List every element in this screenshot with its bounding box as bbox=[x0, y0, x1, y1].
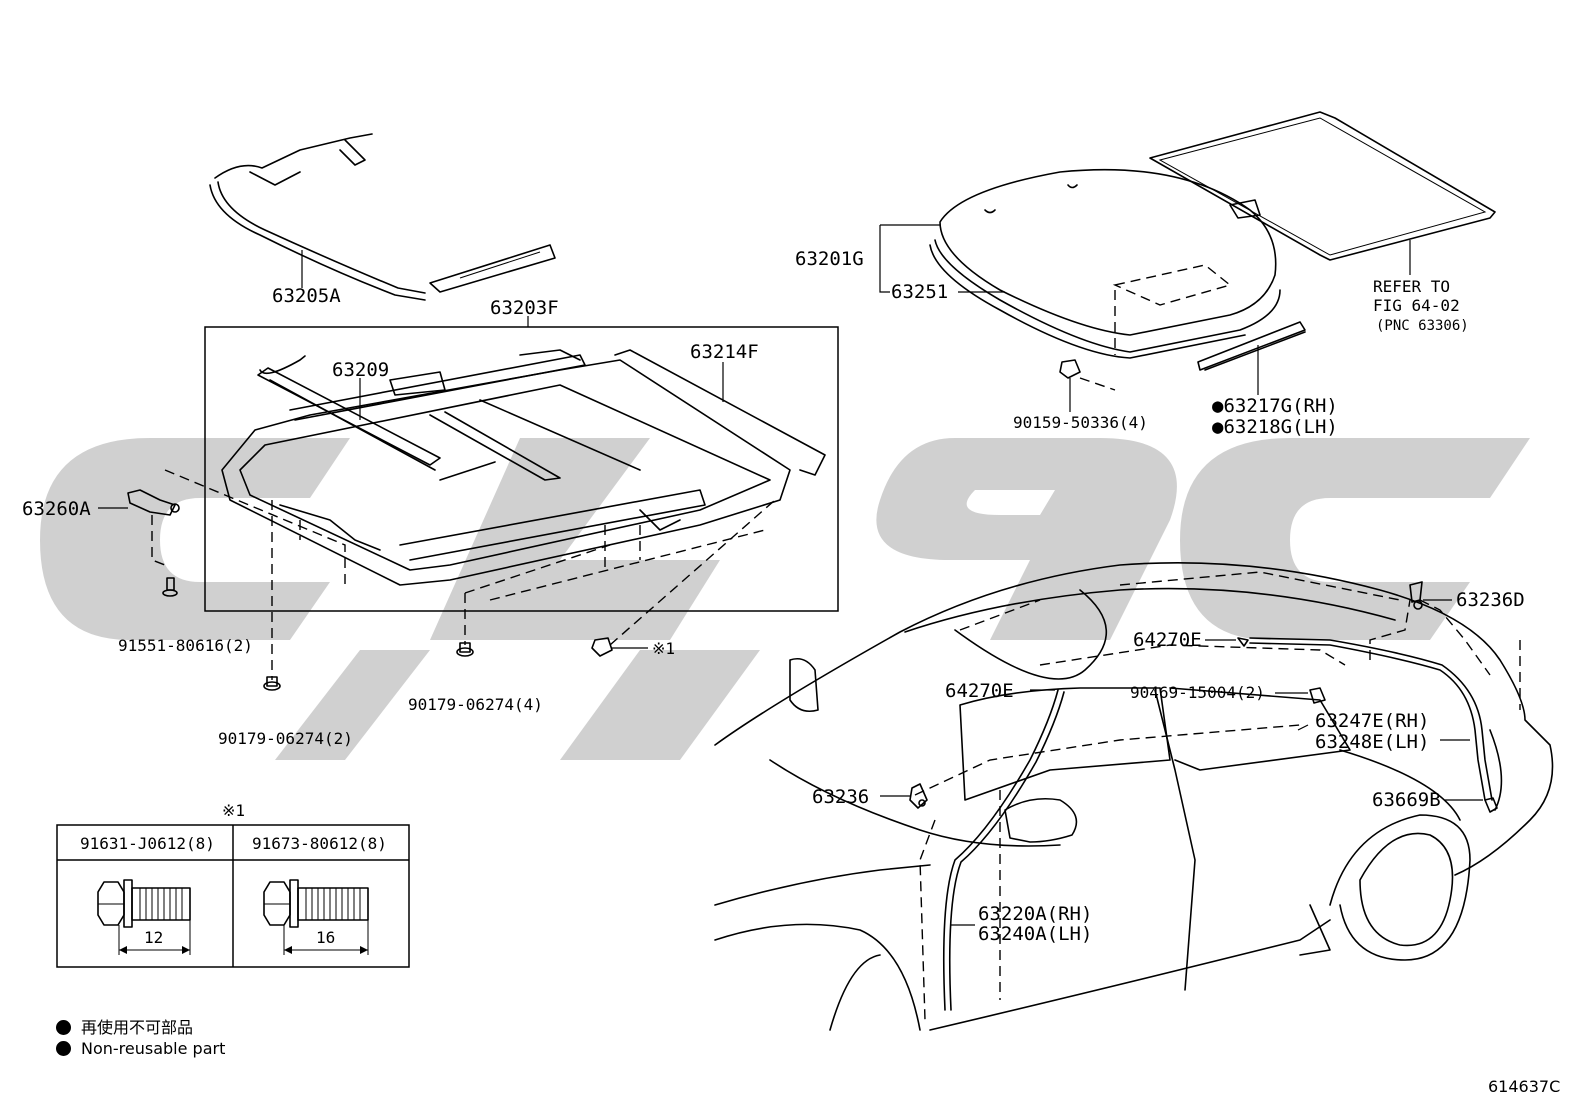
label-63240A: 63240A(LH) bbox=[978, 923, 1092, 945]
label-63236: 63236 bbox=[812, 786, 869, 808]
label-90159: 90159-50336(4) bbox=[1013, 413, 1148, 432]
sunroof-glass-63201G bbox=[879, 168, 1281, 391]
label-63220A: 63220A(RH) bbox=[978, 903, 1092, 925]
nut-90179-b bbox=[456, 642, 474, 657]
label-refer-line2: FIG 64-02 bbox=[1373, 296, 1460, 315]
label-64270E-front: 64270E bbox=[945, 680, 1014, 702]
bolt-table-col2: 91673-80612(8) bbox=[252, 834, 387, 853]
legend-en: Non-reusable part bbox=[56, 1039, 225, 1058]
bolt-91551 bbox=[162, 577, 178, 597]
label-refer-line3: (PNC 63306) bbox=[1376, 318, 1469, 334]
clip-63236 bbox=[880, 783, 928, 809]
screw-90159 bbox=[1059, 359, 1081, 412]
label-63217G: ●63217G(RH) bbox=[1212, 395, 1338, 417]
label-ref1: ※1 bbox=[652, 639, 675, 658]
clip-63236D bbox=[1409, 581, 1452, 610]
label-90179-2: 90179-06274(2) bbox=[218, 729, 353, 748]
sunshade-rail-63205A bbox=[209, 133, 556, 301]
bolt-spec-table: ※1 91631-J0612(8) 91673-80612(8) 12 bbox=[56, 801, 410, 968]
label-63669B: 63669B bbox=[1372, 789, 1441, 811]
vehicle-outline bbox=[714, 561, 1554, 1031]
connector-63669B bbox=[1445, 797, 1498, 813]
label-63203F: 63203F bbox=[490, 297, 559, 319]
bolt-table-title: ※1 bbox=[222, 801, 245, 820]
legend-en-text: Non-reusable part bbox=[81, 1039, 226, 1058]
label-63205A: 63205A bbox=[272, 285, 341, 307]
label-63248E: 63248E(LH) bbox=[1315, 731, 1429, 753]
deflector-63217G bbox=[1197, 321, 1306, 395]
bolt-dim-16: 16 bbox=[316, 928, 335, 947]
drain-hose-63260A bbox=[98, 489, 180, 516]
bullet-icon bbox=[56, 1041, 71, 1056]
label-91551: 91551-80616(2) bbox=[118, 636, 253, 655]
label-63209: 63209 bbox=[332, 359, 389, 381]
label-90469: 90469-15004(2) bbox=[1130, 683, 1265, 702]
vehicle-dashed-lines bbox=[914, 571, 1521, 1021]
legend-jp: 再使用不可部品 bbox=[56, 1014, 193, 1038]
label-64270E-rear: 64270E bbox=[1133, 629, 1202, 651]
sunshade-panel bbox=[1149, 111, 1496, 275]
label-63260A: 63260A bbox=[22, 498, 91, 520]
assembly-dashed-lines bbox=[151, 469, 776, 680]
drain-hose-rear bbox=[1205, 637, 1493, 801]
bullet-icon bbox=[56, 1020, 71, 1035]
label-63201G: 63201G bbox=[795, 248, 864, 270]
bolt-table-col1: 91631-J0612(8) bbox=[80, 834, 215, 853]
label-63236D: 63236D bbox=[1456, 589, 1525, 611]
bolt-16-drawing: 16 bbox=[263, 879, 369, 955]
bolt-12-drawing: 12 bbox=[97, 879, 191, 955]
bolt-ref1 bbox=[591, 637, 648, 657]
sunroof-housing-box bbox=[204, 326, 839, 612]
label-63247E: 63247E(RH) bbox=[1315, 710, 1429, 732]
clip-90469 bbox=[1275, 687, 1326, 704]
figure-id: 614637C bbox=[1488, 1077, 1560, 1096]
label-refer-line1: REFER TO bbox=[1373, 277, 1450, 296]
sunroof-housing-63203F bbox=[221, 349, 826, 586]
nut-90179-a bbox=[263, 676, 281, 691]
drain-hose-front bbox=[942, 689, 1065, 1011]
bolt-dim-12: 12 bbox=[144, 928, 163, 947]
label-63251: 63251 bbox=[891, 281, 948, 303]
label-63218G: ●63218G(LH) bbox=[1212, 416, 1338, 438]
label-63214F: 63214F bbox=[690, 341, 759, 363]
legend-jp-text: 再使用不可部品 bbox=[81, 1018, 194, 1037]
label-90179-4: 90179-06274(4) bbox=[408, 695, 543, 714]
